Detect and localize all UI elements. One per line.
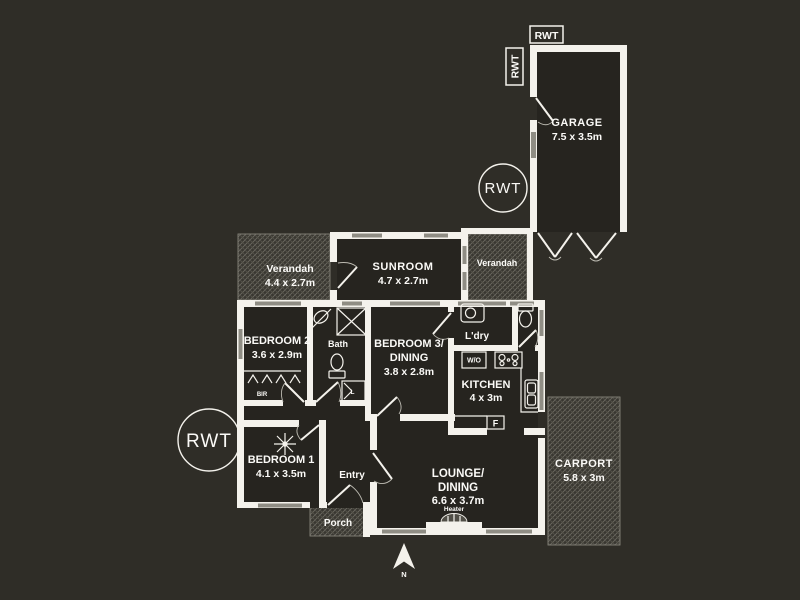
toilet-icon bbox=[328, 353, 346, 379]
verandah-left-dims: 4.4 x 2.7m bbox=[265, 277, 315, 289]
north-label: N bbox=[401, 570, 406, 579]
garage-window bbox=[531, 132, 536, 158]
wc-toilet-icon bbox=[517, 303, 534, 328]
verandah-right-label: Verandah bbox=[477, 258, 518, 268]
rwt-box-top bbox=[529, 25, 564, 44]
bedroom3-label-line1: BEDROOM 3/ bbox=[374, 338, 444, 350]
room-labels: GARAGE 7.5 x 3.5m Verandah 4.4 x 2.7m SU… bbox=[244, 117, 613, 529]
shower-icon bbox=[336, 307, 367, 336]
fridge-icon bbox=[486, 415, 505, 430]
fixtures bbox=[244, 303, 539, 532]
porch-label: Porch bbox=[324, 518, 352, 529]
ceiling-fan-icon bbox=[274, 433, 296, 455]
cooktop-icon bbox=[494, 351, 523, 369]
outdoor-areas bbox=[237, 233, 621, 546]
bedroom2-dims: 3.6 x 2.9m bbox=[252, 349, 302, 361]
basin-icon bbox=[311, 308, 332, 329]
bedroom3-dims: 3.8 x 2.8m bbox=[384, 366, 434, 378]
kitchen-dims: 4 x 3m bbox=[470, 392, 503, 404]
heater-label: Heater bbox=[444, 506, 465, 513]
carport-dims: 5.8 x 3m bbox=[563, 472, 604, 484]
porch-area bbox=[309, 505, 368, 537]
heater-icon bbox=[426, 513, 482, 532]
linen-label: L bbox=[351, 389, 355, 396]
garage-floor bbox=[537, 52, 620, 232]
verandah-left-area bbox=[237, 233, 331, 301]
fixture-labels: BIR W/O F L Heater bbox=[257, 358, 499, 514]
carport-area bbox=[547, 396, 621, 546]
built-in-robe-icon bbox=[244, 370, 301, 384]
rwt-box-side-label: RWT bbox=[510, 54, 522, 78]
wall-oven-label: W/O bbox=[467, 358, 482, 365]
sunroom-dims: 4.7 x 2.7m bbox=[378, 275, 428, 287]
fridge-label: F bbox=[493, 419, 499, 429]
north-arrow-icon bbox=[393, 543, 415, 569]
rwt-tank-upper bbox=[478, 163, 528, 213]
carport-label: CARPORT bbox=[555, 458, 613, 470]
garage-label: GARAGE bbox=[551, 117, 602, 129]
laundry-label: L'dry bbox=[465, 331, 489, 342]
bedroom2-label: BEDROOM 2 bbox=[244, 335, 311, 347]
north-arrow: N bbox=[393, 543, 415, 579]
bedroom3-label-line2: DINING bbox=[390, 352, 429, 364]
laundry-trough-icon bbox=[460, 303, 485, 323]
lounge-dims: 6.6 x 3.7m bbox=[432, 495, 485, 507]
rwt-tank-lower-label: RWT bbox=[186, 431, 232, 452]
interior-floors bbox=[244, 52, 620, 528]
sunroom-label: SUNROOM bbox=[373, 261, 434, 273]
rwt-tank-lower bbox=[177, 408, 241, 472]
kitchen-bench bbox=[455, 368, 538, 417]
entry-label: Entry bbox=[339, 470, 365, 481]
linen-closet bbox=[341, 380, 366, 402]
bath-label: Bath bbox=[328, 339, 348, 349]
lounge-label-line2: DINING bbox=[438, 482, 478, 494]
rwt-box-side bbox=[505, 47, 524, 86]
sink-icon bbox=[524, 379, 539, 409]
bir-label: BIR bbox=[257, 392, 268, 398]
rainwater-tanks: RWT RWT RWT RWT bbox=[177, 25, 564, 472]
wall-oven-icon bbox=[461, 351, 487, 369]
bedroom1-dims: 4.1 x 3.5m bbox=[256, 468, 306, 480]
kitchen-label: KITCHEN bbox=[462, 379, 511, 391]
bedroom1-label: BEDROOM 1 bbox=[248, 454, 315, 466]
lounge-label-line1: LOUNGE/ bbox=[432, 468, 485, 480]
verandah-left-label: Verandah bbox=[266, 263, 313, 275]
doors bbox=[280, 97, 617, 506]
garage-dims: 7.5 x 3.5m bbox=[552, 131, 602, 143]
rwt-box-top-label: RWT bbox=[535, 30, 559, 42]
rwt-tank-upper-label: RWT bbox=[485, 180, 522, 197]
sunroom-floor bbox=[337, 239, 461, 300]
